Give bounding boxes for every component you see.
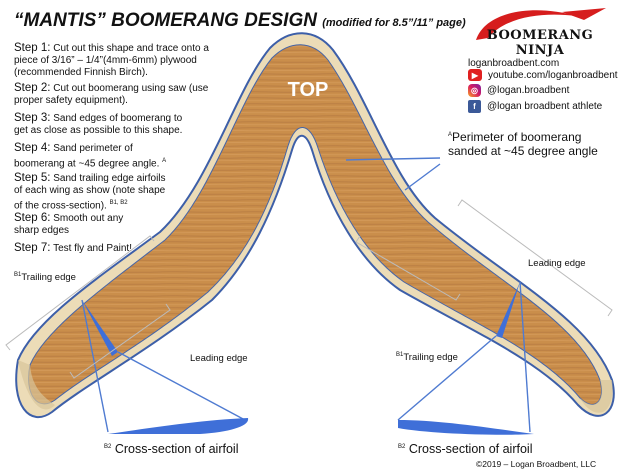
step-text: Sand trailing edge airfoils of each wing… xyxy=(14,173,166,212)
website-link[interactable]: loganbroadbent.com xyxy=(468,58,559,69)
cross-section-line-right xyxy=(397,335,497,421)
step-label: Step 6: xyxy=(14,212,51,224)
cross-section-line-left xyxy=(117,351,246,421)
title-main: “MANTIS” BOOMERANG DESIGN xyxy=(14,10,317,31)
step-4: Step 4: Sand perimeter of boomerang at ~… xyxy=(14,142,184,170)
facebook-link[interactable]: f @logan broadbent athlete xyxy=(468,100,602,113)
leading-edge-label-right: Leading edge xyxy=(528,258,586,269)
cross-section-line-left xyxy=(81,299,109,433)
trailing-edge-right-shadow xyxy=(580,380,613,413)
cross-section-line-right xyxy=(519,281,531,433)
brand-logo: BOOMERANG NINJA xyxy=(466,6,614,58)
perimeter-text: Perimeter of boomerang sanded at ~45 deg… xyxy=(448,130,598,158)
youtube-link[interactable]: ▶ youtube.com/loganbroadbent xyxy=(468,69,618,81)
airfoil-marker-left xyxy=(82,300,118,356)
step-text: Smooth out any sharp edges xyxy=(14,213,124,236)
facebook-icon: f xyxy=(468,100,481,113)
edge-brackets xyxy=(5,199,613,379)
instagram-link[interactable]: ◎ @logan.broadbent xyxy=(468,84,569,97)
step-label: Step 2: xyxy=(14,82,51,94)
step-text: Test fly and Paint! xyxy=(53,243,132,254)
cross-section-label-right: B2 Cross-section of airfoil xyxy=(398,442,532,456)
step-text: Sand edges of boomerang to get as close … xyxy=(14,113,183,136)
page-title: “MANTIS” BOOMERANG DESIGN (modified for … xyxy=(14,10,466,32)
step-text: Cut out boomerang using saw (use proper … xyxy=(14,83,209,106)
step-label: Step 7: xyxy=(14,242,51,254)
cross-section-text: Cross-section of airfoil xyxy=(114,442,239,456)
step-1: Step 1: Cut out this shape and trace ont… xyxy=(14,42,214,79)
copyright: ©2019 – Logan Broadbent, LLC xyxy=(476,459,597,469)
airfoil-marker-right xyxy=(496,282,520,338)
youtube-icon: ▶ xyxy=(468,69,482,81)
leading-edge-label-left: Leading edge xyxy=(190,353,248,364)
perimeter-arrow xyxy=(345,157,441,161)
title-subtitle: (modified for 8.5”/11” page) xyxy=(322,17,466,29)
cross-section-text: Cross-section of airfoil xyxy=(408,442,533,456)
airfoil-cross-section-left xyxy=(108,418,249,434)
step-3: Step 3: Sand edges of boomerang to get a… xyxy=(14,112,184,137)
trailing-edge-label-left: B1Trailing edge xyxy=(14,272,76,283)
step-label: Step 3: xyxy=(14,112,51,124)
trailing-sup: B1 xyxy=(396,352,404,358)
trailing-sup: B1 xyxy=(14,272,22,278)
top-label: TOP xyxy=(288,79,329,101)
step-label: Step 5: xyxy=(14,172,51,184)
youtube-text: youtube.com/loganbroadbent xyxy=(488,69,618,81)
perimeter-sup: A xyxy=(448,132,453,138)
airfoil-cross-section-right xyxy=(398,420,534,435)
trailing-edge-left-shadow xyxy=(18,360,55,410)
step-label: Step 1: xyxy=(14,42,51,54)
step-5: Step 5: Sand trailing edge airfoils of e… xyxy=(14,172,172,212)
trailing-edge-text: Trailing edge xyxy=(21,272,76,284)
cross-sup: B2 xyxy=(398,443,406,450)
cross-sup: B2 xyxy=(104,443,112,450)
step-2: Step 2: Cut out boomerang using saw (use… xyxy=(14,82,214,107)
swoosh-icon xyxy=(476,8,606,40)
step-6: Step 6: Smooth out any sharp edges xyxy=(14,212,134,237)
leading-edge-text: Leading edge xyxy=(190,353,248,364)
perimeter-note: APerimeter of boomerang sanded at ~45 de… xyxy=(448,128,608,158)
instagram-icon: ◎ xyxy=(468,84,481,97)
step-sup: A xyxy=(162,158,167,164)
leading-edge-text: Leading edge xyxy=(528,258,586,269)
logo-text: BOOMERANG NINJA xyxy=(486,28,594,58)
facebook-text: @logan broadbent athlete xyxy=(487,101,603,112)
trailing-edge-text: Trailing edge xyxy=(403,352,458,364)
perimeter-arrow xyxy=(404,163,441,191)
step-text: Cut out this shape and trace onto a piec… xyxy=(14,43,209,78)
step-sup: B1, B2 xyxy=(109,200,128,206)
instagram-text: @logan.broadbent xyxy=(487,85,570,96)
trailing-edge-label-right: B1Trailing edge xyxy=(396,352,458,363)
step-7: Step 7: Test fly and Paint! xyxy=(14,242,214,255)
website-text: loganbroadbent.com xyxy=(468,58,560,69)
step-text: Sand perimeter of boomerang at ~45 degre… xyxy=(14,143,160,170)
step-label: Step 4: xyxy=(14,142,51,154)
cross-section-label-left: B2 Cross-section of airfoil xyxy=(104,442,238,456)
